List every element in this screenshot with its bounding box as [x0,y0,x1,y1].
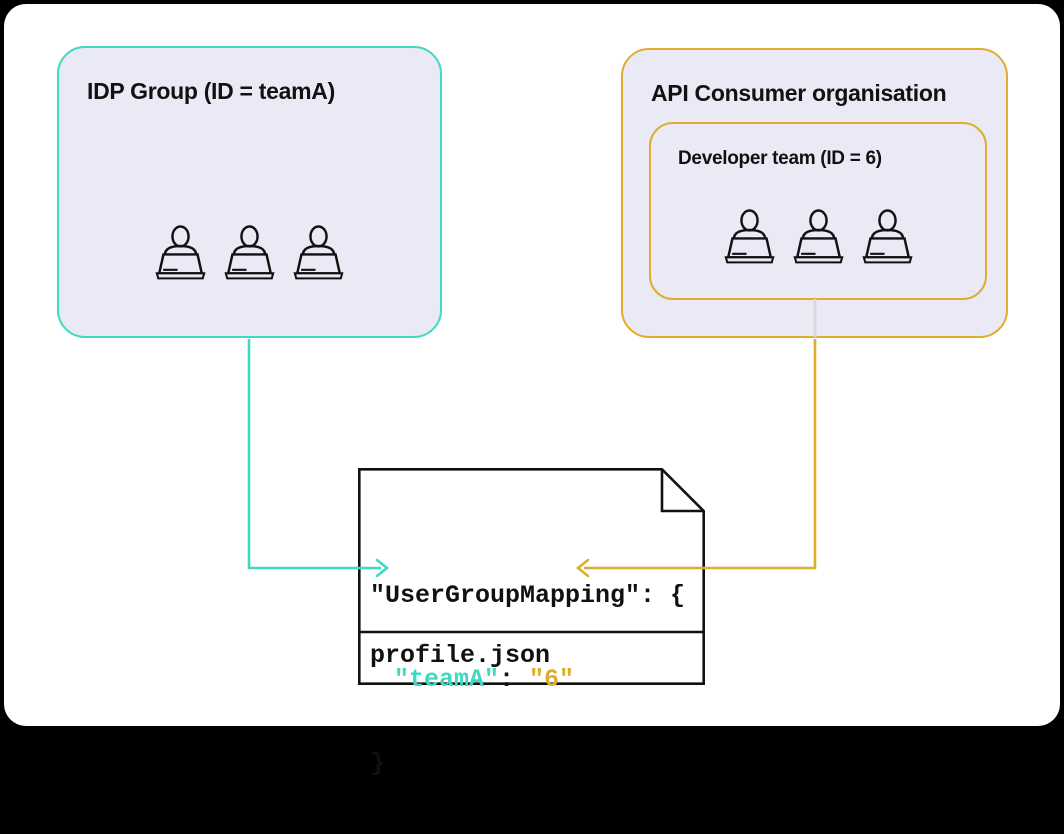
usergroupmapping-code: "UserGroupMapping": { "teamA": "6" } [370,526,685,834]
idp-group-members [59,224,440,282]
developer-team-members [651,208,985,266]
developer-team-box: Developer team (ID = 6) [649,122,987,300]
person-laptop-icon [723,208,776,266]
developer-team-title: Developer team (ID = 6) [678,148,882,169]
person-laptop-icon [292,224,345,282]
idp-group-title: IDP Group (ID = teamA) [87,78,335,104]
mapping-separator: : [499,665,530,694]
person-laptop-icon [154,224,207,282]
idp-group-box: IDP Group (ID = teamA) [57,46,442,338]
person-laptop-icon [861,208,914,266]
mapping-value-6: "6" [529,665,575,694]
api-consumer-org-title: API Consumer organisation [651,80,947,106]
person-laptop-icon [223,224,276,282]
mapping-key-teamA: "teamA" [394,665,500,694]
diagram-canvas: IDP Group (ID = teamA) API Consumer orga… [4,4,1060,778]
code-line-close: } [370,749,386,778]
profile-json-filename: profile.json [370,641,551,670]
api-consumer-org-box: API Consumer organisation Developer team… [621,48,1008,338]
code-line-open: "UserGroupMapping": { [370,581,686,610]
person-laptop-icon [792,208,845,266]
code-line-mapping: "teamA": "6" [370,666,685,694]
